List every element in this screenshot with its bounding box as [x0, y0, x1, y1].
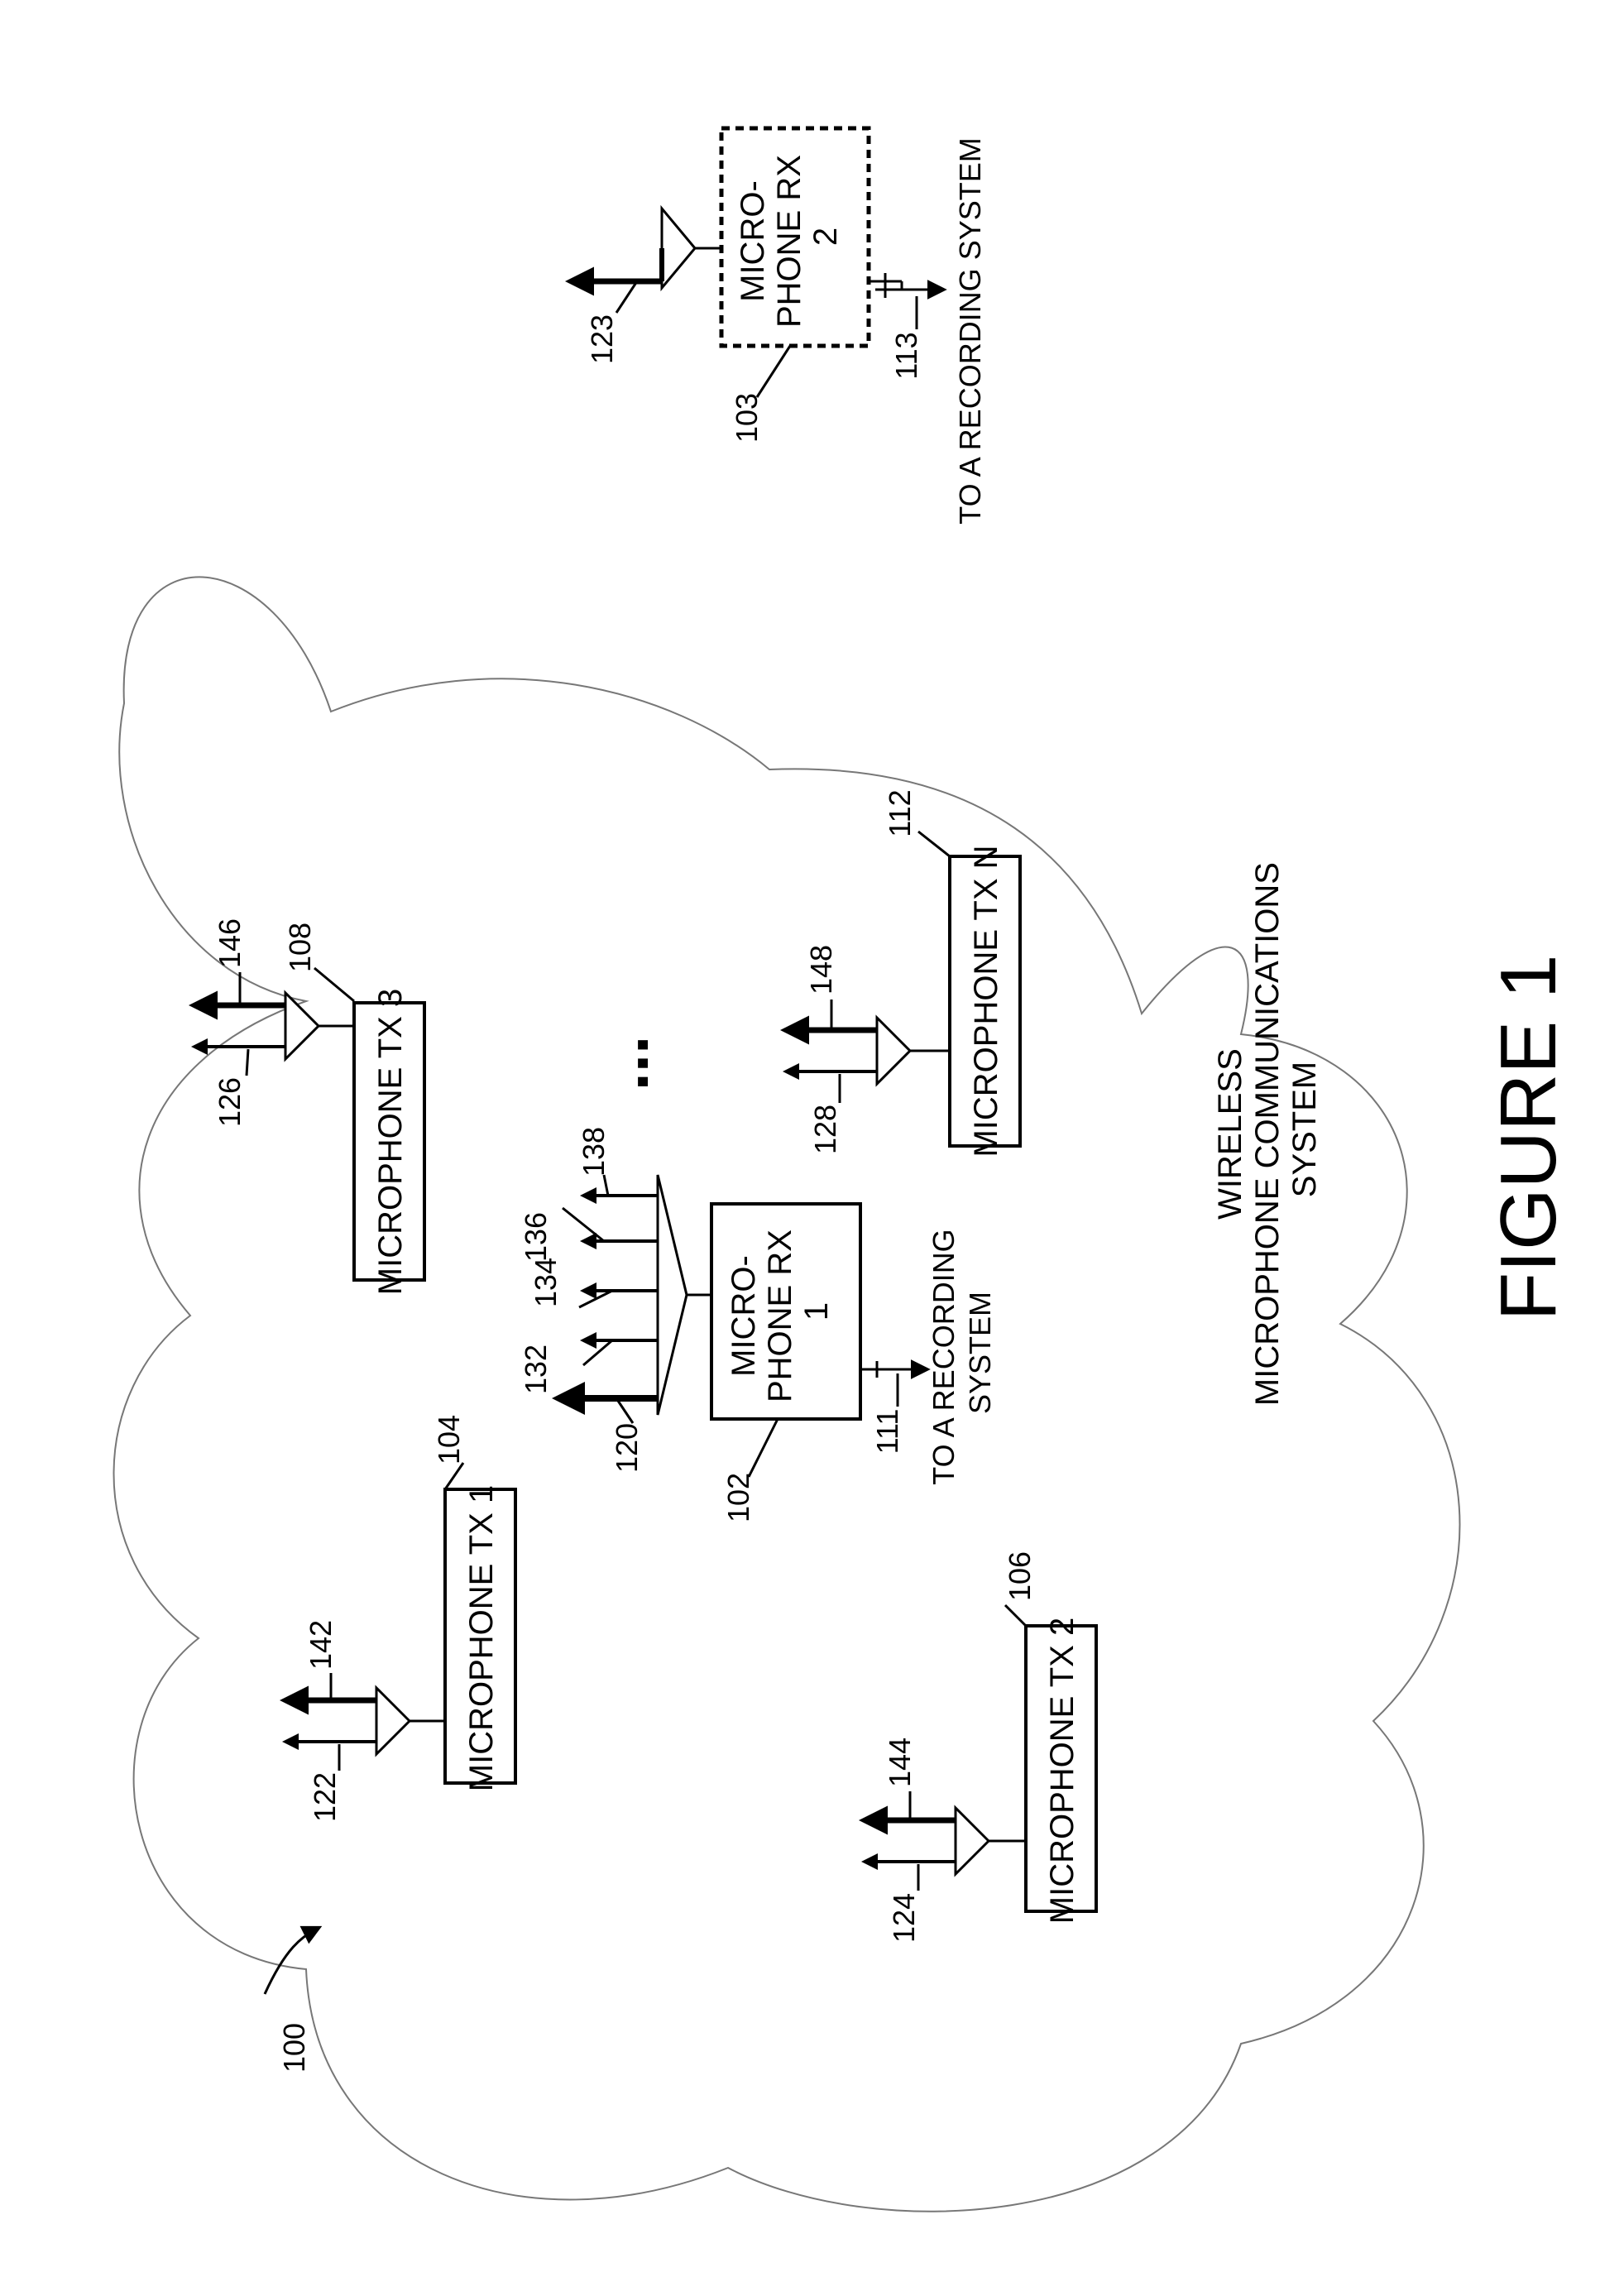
figure-caption: FIGURE 1 [1484, 955, 1573, 1321]
microphone-rx-1: MICRO- PHONE RX 1 132 134 136 138 120 11… [519, 1127, 997, 1522]
system-label: WIRELESS MICROPHONE COMMUNICATIONS SYSTE… [1212, 853, 1323, 1406]
ref-100: 100 [277, 2023, 311, 2073]
ref-104: 104 [432, 1415, 466, 1464]
ref-134: 134 [529, 1258, 563, 1307]
ref-122: 122 [308, 1772, 342, 1822]
ref-103: 103 [730, 393, 764, 443]
txn-antenna-icon [877, 1018, 910, 1084]
ref-100-arrow [265, 1928, 319, 1994]
figure-reference: 100 [265, 1928, 319, 2073]
txn-label: MICROPHONE TX N [968, 845, 1004, 1157]
microphone-tx-2: MICROPHONE TX 2 144 124 106 [865, 1551, 1096, 1943]
ref-128: 128 [808, 1105, 842, 1154]
ref-106: 106 [1003, 1551, 1037, 1601]
ref-132: 132 [519, 1345, 553, 1394]
ref-120: 120 [610, 1423, 644, 1473]
rx2-antenna-icon [662, 209, 695, 288]
ref-102: 102 [721, 1473, 755, 1522]
tx3-label: MICROPHONE TX 3 [372, 989, 409, 1295]
ref-138: 138 [577, 1127, 611, 1177]
ref-112: 112 [883, 789, 917, 836]
ref-113: 113 [889, 332, 923, 379]
tx2-antenna-icon [956, 1808, 989, 1874]
microphone-tx-3: MICROPHONE TX 3 146 126 108 [194, 918, 424, 1295]
tx1-antenna-icon [376, 1688, 410, 1754]
tx1-label: MICROPHONE TX 1 [463, 1485, 500, 1791]
ref-126: 126 [213, 1077, 247, 1127]
rx2-output-label: TO A RECORDING SYSTEM [953, 137, 987, 524]
ref-148: 148 [804, 945, 838, 995]
ellipsis: ... [588, 1036, 662, 1091]
ref-146: 146 [213, 918, 247, 968]
ref-123: 123 [585, 314, 619, 364]
ref-108: 108 [283, 923, 317, 972]
ref-124: 124 [887, 1893, 921, 1943]
microphone-rx-2: MICRO- PHONE RX 2 123 103 113 TO A RECOR… [571, 128, 987, 525]
microphone-tx-n: MICROPHONE TX N 148 128 112 [786, 789, 1020, 1157]
ref-136: 136 [519, 1212, 553, 1262]
rx1-output-label: TO A RECORDING SYSTEM [927, 1220, 997, 1484]
rx1-antenna-icon [658, 1175, 687, 1415]
tx2-label: MICROPHONE TX 2 [1044, 1618, 1080, 1924]
ref-144: 144 [883, 1738, 917, 1787]
ref-111: 111 [870, 1409, 904, 1455]
microphone-tx-1: MICROPHONE TX 1 142 122 104 [285, 1415, 515, 1822]
ref-142: 142 [304, 1620, 338, 1670]
